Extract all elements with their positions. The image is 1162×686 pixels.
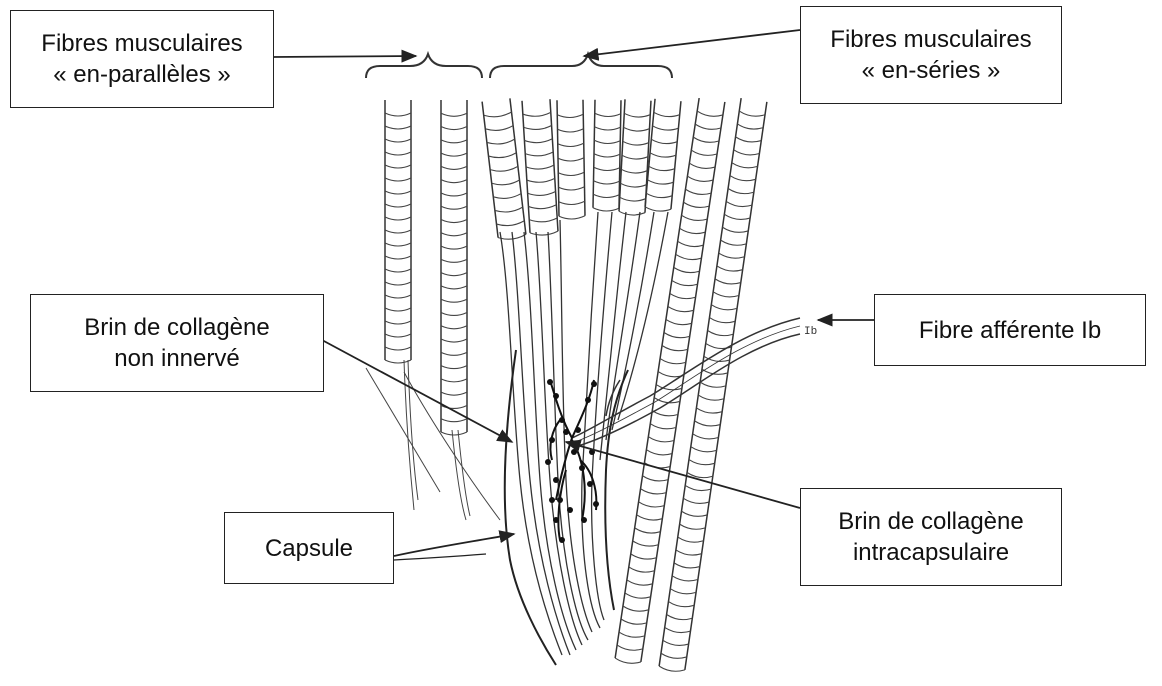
label-fibres-series: Fibres musculaires « en-séries » — [800, 6, 1062, 104]
nerve-ending-dot — [557, 497, 563, 503]
label-capsule: Capsule — [224, 512, 394, 584]
nerve-ending-dot — [547, 379, 553, 385]
nerve-ending-dot — [559, 537, 565, 543]
muscle-fibre — [482, 98, 526, 239]
parallel-fibre-tendons — [366, 360, 500, 520]
nerve-ending-dot — [575, 427, 581, 433]
nerve-ending-dot — [591, 381, 597, 387]
nerve-ending-dot — [553, 477, 559, 483]
nerve-ending-dot — [549, 497, 555, 503]
nerve-ending-dot — [587, 481, 593, 487]
nerve-ending-dot — [559, 417, 565, 423]
muscle-fibre — [441, 100, 467, 435]
nerve-ending-dot — [581, 517, 587, 523]
muscle-fibre — [522, 99, 558, 235]
label-brin-non-innerve: Brin de collagène non innervé — [30, 294, 324, 392]
label-fibre-afferente: Fibre afférente Ib — [874, 294, 1146, 366]
nerve-ending-dot — [553, 517, 559, 523]
nerve-ending-dot — [567, 507, 573, 513]
nerve-ending-dot — [593, 501, 599, 507]
callout-arrows — [272, 30, 874, 560]
arrow-fibres-series — [584, 30, 800, 56]
nerve-ending-dot — [579, 465, 585, 471]
nerve-ending-dot — [553, 393, 559, 399]
muscle-fibre — [593, 100, 621, 211]
label-brin-intracapsulaire: Brin de collagène intracapsulaire — [800, 488, 1062, 586]
muscle-fibres — [385, 98, 767, 671]
ib-tag: Ib — [804, 326, 817, 338]
nerve-ending-dot — [563, 429, 569, 435]
nerve-ending-dot — [545, 459, 551, 465]
muscle-fibre — [385, 100, 411, 363]
arrow-brin-non-innerve — [322, 340, 512, 442]
arrow-fibres-paralleles — [272, 56, 416, 57]
brace-parallel — [366, 54, 482, 78]
nerve-ending-dot — [571, 449, 577, 455]
nerve-ending-dot — [585, 397, 591, 403]
arrow-capsule — [394, 534, 514, 556]
brace-series — [490, 54, 672, 78]
collagen-bundle — [500, 212, 668, 655]
label-fibres-paralleles: Fibres musculaires « en-parallèles » — [10, 10, 274, 108]
nerve-ending-dot — [549, 437, 555, 443]
muscle-fibre — [557, 100, 585, 219]
